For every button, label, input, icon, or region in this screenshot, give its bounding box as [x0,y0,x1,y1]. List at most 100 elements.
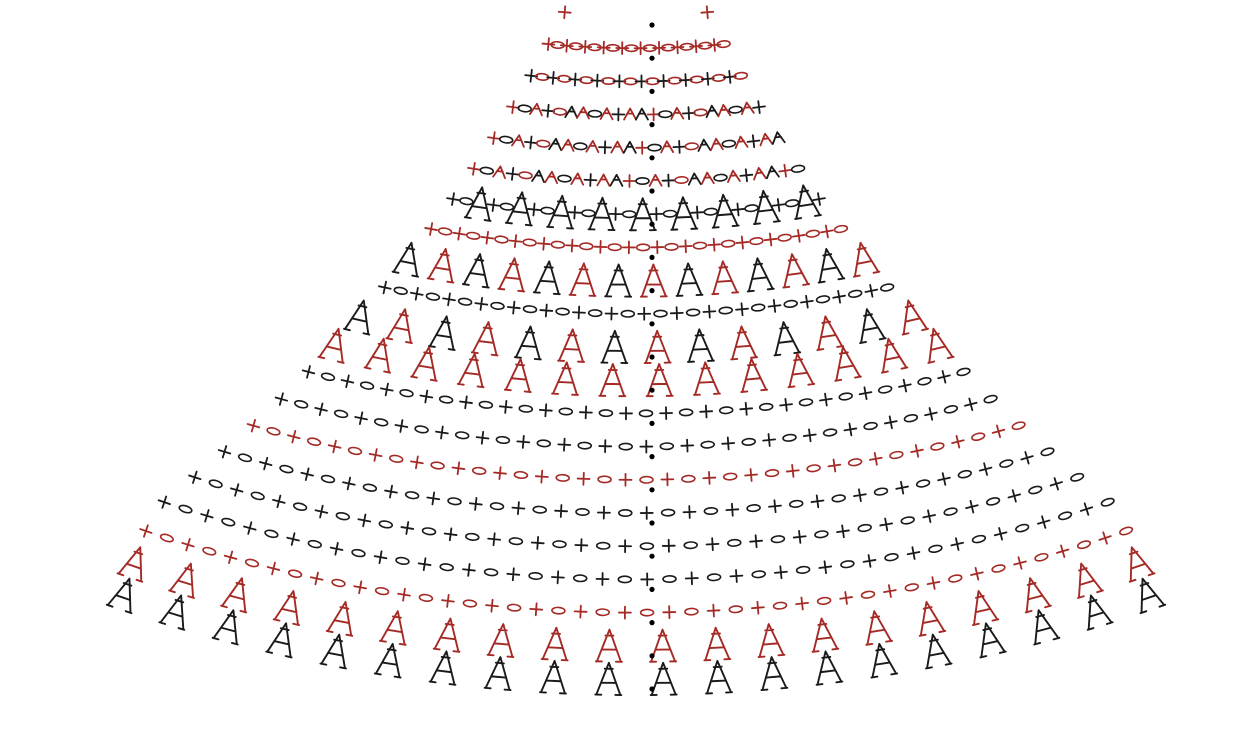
chain-oval-stitch [639,410,652,416]
single-crochet-plus-stitch [342,476,356,490]
chain-oval-stitch [160,533,174,543]
decrease-caret-stitch [771,131,784,144]
stitch-row-21 [107,574,1165,695]
double-crochet-t-stitch [876,336,908,373]
double-crochet-t-stitch [1018,575,1051,613]
single-crochet-plus-stitch [314,504,328,518]
single-crochet-plus-stitch [410,287,424,301]
single-crochet-plus-stitch [641,507,653,519]
chain-oval-stitch [1028,485,1042,495]
single-crochet-plus-stitch [187,470,202,485]
slip-stitch-dot [649,554,654,559]
single-crochet-plus-stitch [764,233,777,246]
chain-oval-stitch [379,520,393,529]
chain-oval-stitch [1034,552,1048,562]
single-crochet-plus-stitch [1020,450,1035,465]
chain-oval-stitch [553,108,566,115]
single-crochet-plus-stitch [384,485,398,499]
single-crochet-plus-stitch [965,499,979,513]
single-crochet-plus-stitch [380,382,394,396]
chain-oval-stitch [266,427,280,437]
single-crochet-plus-stitch [681,439,693,451]
chain-oval-stitch [662,509,675,516]
chain-oval-stitch [458,298,472,306]
double-crochet-t-stitch [686,329,714,362]
double-crochet-t-stitch [813,314,844,350]
double-crochet-t-stitch [1078,592,1112,630]
single-crochet-plus-stitch [820,224,834,238]
chain-oval-stitch [765,469,779,477]
decrease-caret-stitch [624,142,636,153]
chain-oval-stitch [728,539,741,546]
chain-oval-stitch [659,111,672,118]
single-crochet-plus-stitch [883,584,897,598]
slip-stitch-dot [649,388,654,393]
double-crochet-t-stitch [488,623,517,657]
chain-oval-stitch [465,533,479,541]
single-crochet-plus-stitch [745,469,758,482]
single-crochet-plus-stitch [853,488,867,502]
double-crochet-t-stitch [505,358,534,392]
chain-oval-stitch [916,479,930,488]
single-crochet-plus-stitch [378,280,392,294]
chain-oval-stitch [719,407,732,414]
decrease-caret-stitch [661,141,673,152]
double-crochet-t-stitch [569,263,596,296]
double-crochet-t-stitch [644,331,671,363]
single-crochet-plus-stitch [690,40,703,53]
chain-oval-stitch [293,502,307,511]
chain-oval-stitch [509,537,522,544]
chain-oval-stitch [880,283,894,292]
chain-oval-stitch [839,392,853,400]
single-crochet-plus-stitch [661,473,673,485]
chain-oval-stitch [701,441,714,448]
chain-oval-stitch [466,232,480,240]
single-crochet-plus-stitch [750,535,763,548]
chain-oval-stitch [948,574,962,583]
single-crochet-plus-stitch [832,290,846,304]
chain-oval-stitch [619,443,632,449]
chain-oval-stitch [707,574,720,581]
single-crochet-plus-stitch [310,571,324,585]
chain-oval-stitch [574,575,587,582]
slip-stitch-dot [649,653,654,658]
chain-oval-stitch [641,609,654,615]
chain-oval-stitch [396,557,410,565]
stitch-row-7 [446,183,826,230]
chain-oval-stitch [686,309,699,316]
single-crochet-plus-stitch [707,604,720,617]
chain-oval-stitch [491,302,505,310]
decrease-caret-stitch [698,139,711,151]
single-crochet-plus-stitch [703,305,716,318]
chain-oval-stitch [623,211,636,217]
chain-oval-stitch [858,524,872,532]
double-crochet-t-stitch [728,325,757,359]
slip-stitch-dot [649,22,654,27]
chain-oval-stitch [589,310,602,317]
chain-oval-stitch [682,475,695,482]
single-crochet-plus-stitch [475,297,488,310]
double-crochet-t-stitch [921,326,954,363]
single-crochet-plus-stitch [686,572,698,584]
single-crochet-plus-stitch [735,303,748,316]
single-crochet-plus-stitch [836,525,850,539]
chain-oval-stitch [773,602,787,610]
single-crochet-plus-stitch [573,306,586,319]
single-crochet-plus-stitch [740,402,753,415]
chain-oval-stitch [693,242,706,249]
chain-oval-stitch [536,140,550,148]
single-crochet-plus-stitch [795,597,808,610]
chain-oval-stitch [904,414,918,423]
double-crochet-t-stitch [429,314,460,350]
single-crochet-plus-stitch [552,571,565,584]
single-crochet-plus-stitch [726,503,739,516]
single-crochet-plus-stitch [509,235,522,248]
double-crochet-t-stitch [854,307,886,343]
double-crochet-t-stitch [813,650,843,685]
double-crochet-t-stitch [738,358,767,392]
single-crochet-plus-stitch [641,573,653,585]
chain-oval-stitch [556,474,569,481]
single-crochet-plus-stitch [594,241,606,253]
double-crochet-t-stitch [375,642,406,678]
single-crochet-plus-stitch [612,108,624,120]
